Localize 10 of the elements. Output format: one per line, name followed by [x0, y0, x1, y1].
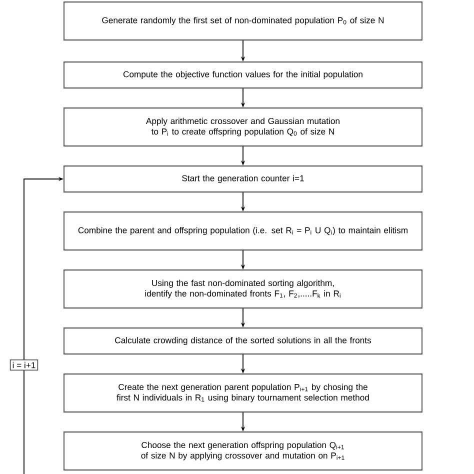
process-box: Compute the objective function values for the initial population — [64, 62, 422, 88]
process-box: Generate randomly the first set of non-dominated population P$_{0}$ of size N — [64, 2, 422, 40]
process-box: Combine the parent and offspring population (i.e. set R$_{i}$ = P$_{i}$ U Q$_{i}$) to maintain elitism — [64, 212, 422, 250]
process-box: Create the next generation parent population P$_{i+1}$ by chosing the first N individuals in R$_{1}$ using binary tournament selection method — [64, 374, 422, 412]
process-box: Start the generation counter i=1 — [64, 166, 422, 192]
process-box: Apply arithmetic crossover and Gaussian mutation to P$_{i}$ to create offspring population Q$_{0}$ of size N — [64, 108, 422, 146]
edge-label: i = i+1 — [10, 359, 38, 371]
process-box: Choose the next generation offspring population Q$_{i+1}$ of size N by applying crossover and mutation on P$_{i+1}$ — [64, 432, 422, 470]
process-box: Calculate crowding distance of the sorted solutions in all the fronts — [64, 328, 422, 354]
process-box: Using the fast non-dominated sorting algorithm, identify the non-dominated fronts F$_{1}$, F$_{2}$,.....F$_{k}$ in R$_{i}$ — [64, 270, 422, 308]
